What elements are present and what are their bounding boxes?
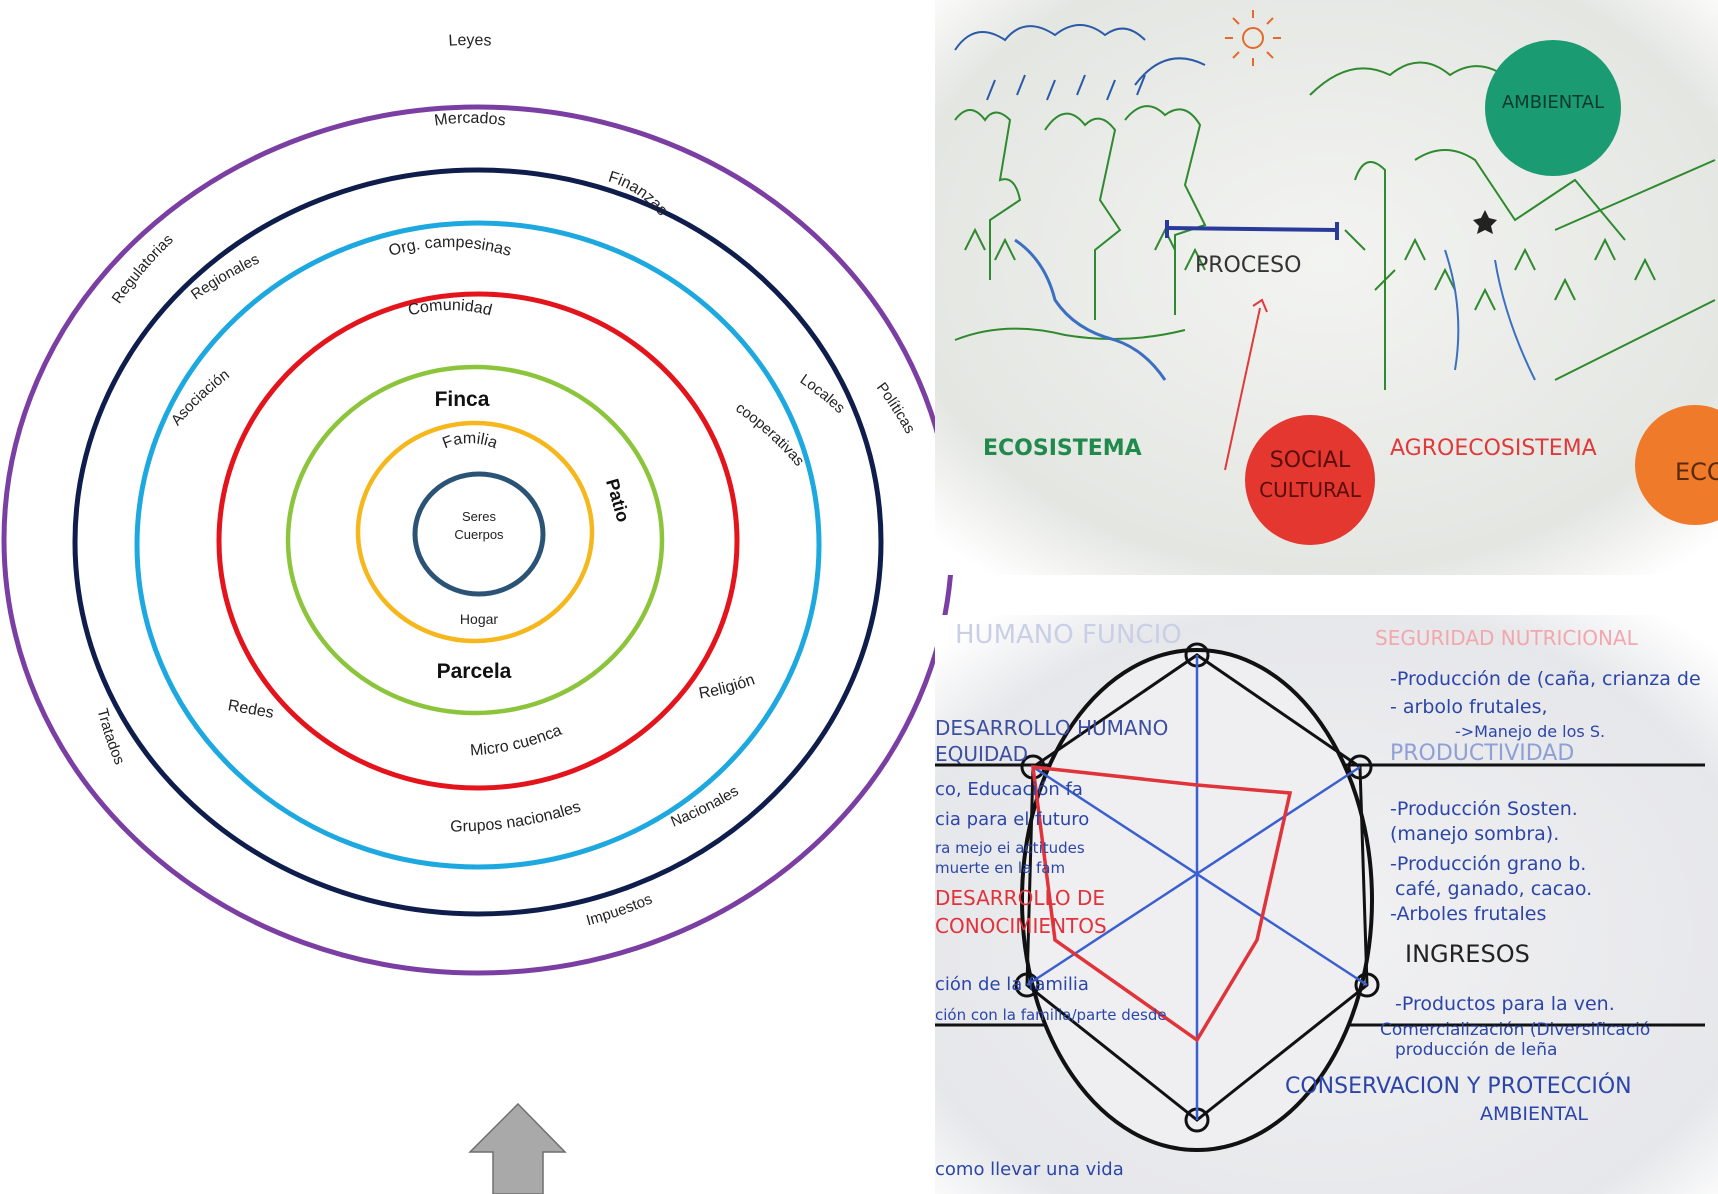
farm-right-icon	[1309, 61, 1716, 390]
label-regulatorias: Regulatorias	[109, 231, 177, 307]
label-leyes: Leyes	[448, 32, 492, 50]
red-arrow	[1224, 307, 1261, 471]
header-right: SEGURIDAD NUTRICIONAL	[1375, 626, 1639, 650]
note-left-10: como llevar una vida	[935, 1159, 1124, 1180]
note-right-4: -Producción Sosten.	[1390, 798, 1578, 820]
ecosystem-sketch-photo: ECOSISTEMA PROCESO AGROECOSISTEMA AMBIEN…	[935, 0, 1718, 575]
label-grupos-nacionales: Grupos nacionales	[450, 798, 583, 835]
label-proceso: PROCESO	[1195, 253, 1301, 278]
rings-svg: Seres Cuerpos Finca Hogar Parcela Patio …	[1, 32, 955, 1194]
note-left-5: muerte en la fam	[935, 859, 1065, 877]
note-right-10: -Productos para la ven.	[1395, 993, 1615, 1015]
note-left-4: ra mejo ei actitudes	[935, 839, 1085, 857]
note-left-1: EQUIDAD	[935, 742, 1028, 766]
ring-red	[216, 291, 740, 791]
star-mark-icon	[1473, 210, 1497, 234]
ambiental-disc	[1485, 40, 1621, 176]
clouds-rain-left-icon	[954, 24, 1206, 101]
note-right-8: -Arboles frutales	[1390, 903, 1546, 925]
label-finca: Finca	[435, 388, 490, 411]
note-right-5: (manejo sombra).	[1390, 823, 1559, 845]
label-ecosistema: ECOSISTEMA	[983, 436, 1142, 461]
note-right-13: CONSERVACION Y PROTECCIÓN	[1285, 1073, 1632, 1099]
label-ambiental: AMBIENTAL	[1502, 92, 1604, 113]
irrigation-icon	[1444, 249, 1536, 381]
process-connector-ends	[1165, 220, 1339, 240]
center-label-2: Cuerpos	[454, 527, 504, 542]
label-social: SOCIAL	[1270, 448, 1351, 473]
economico-disc	[1635, 405, 1718, 525]
note-left-9: ción con la familia/parte desde	[935, 1006, 1167, 1024]
label-religion: Religión	[698, 671, 758, 702]
note-left-3: cia para el futuro	[935, 809, 1089, 830]
forest-left-icon	[954, 105, 1207, 341]
note-right-0: -Producción de (caña, crianza de	[1390, 668, 1701, 690]
note-right-11: Comercialización (Diversificació	[1380, 1020, 1650, 1040]
ring-center	[412, 471, 546, 597]
radar-red-polygon	[1030, 765, 1293, 1043]
note-right-7: café, ganado, cacao.	[1395, 878, 1592, 900]
note-right-3: PRODUCTIVIDAD	[1390, 741, 1574, 766]
note-right-6: -Producción grano b.	[1390, 853, 1586, 875]
radar-flipchart-svg: HUMANO FUNCIO SEGURIDAD NUTRICIONAL -Pro…	[935, 615, 1718, 1194]
ring-cyan	[134, 220, 822, 870]
label-cultural: CULTURAL	[1259, 478, 1362, 502]
note-left-6: DESARROLLO DE	[935, 886, 1105, 910]
note-left-7: CONOCIMIENTOS	[935, 914, 1107, 938]
river-icon	[1014, 238, 1167, 381]
social-cultural-disc	[1245, 415, 1375, 545]
label-org-campesinas: Org. campesinas	[387, 234, 513, 260]
concentric-rings-diagram: Seres Cuerpos Finca Hogar Parcela Patio …	[1, 32, 955, 1194]
sun-icon	[1225, 10, 1281, 66]
note-right-1: - arbolo frutales,	[1390, 696, 1548, 718]
label-comunidad: Comunidad	[406, 297, 493, 319]
up-arrow-icon	[468, 1102, 567, 1194]
label-regionales: Regionales	[188, 251, 262, 304]
header-left: HUMANO FUNCIO	[955, 620, 1182, 650]
label-mercados: Mercados	[433, 110, 507, 130]
note-left-0: DESARROLLO HUMANO	[935, 716, 1168, 740]
note-left-8: ción de la familia	[935, 974, 1089, 995]
label-parcela: Parcela	[437, 660, 512, 683]
radar-axes	[1026, 655, 1368, 1120]
ring-navy	[72, 167, 884, 917]
label-redes: Redes	[227, 697, 275, 722]
note-left-2: co, Educación fa	[935, 779, 1083, 800]
note-right-9: INGRESOS	[1405, 940, 1530, 968]
center-label-1: Seres	[462, 509, 496, 524]
label-familia: Familia	[440, 430, 499, 452]
note-right-2: ->Manejo de los S.	[1455, 722, 1605, 741]
process-connector	[1166, 226, 1338, 232]
ring-green	[285, 364, 665, 716]
red-arrow-head	[1252, 298, 1268, 313]
label-politicas: Políticas	[873, 379, 918, 436]
ecosystem-sketch-svg: ECOSISTEMA PROCESO AGROECOSISTEMA AMBIEN…	[935, 0, 1718, 575]
label-micro-cuenca: Micro cuenca	[470, 722, 565, 760]
note-right-14: AMBIENTAL	[1480, 1103, 1588, 1125]
label-patio: Patio	[602, 476, 633, 524]
ring-yellow	[355, 420, 595, 644]
label-agroecosistema: AGROECOSISTEMA	[1390, 436, 1597, 461]
note-right-12: producción de leña	[1395, 1040, 1557, 1060]
radar-flipchart-photo: HUMANO FUNCIO SEGURIDAD NUTRICIONAL -Pro…	[935, 615, 1718, 1194]
label-hogar: Hogar	[460, 611, 498, 627]
